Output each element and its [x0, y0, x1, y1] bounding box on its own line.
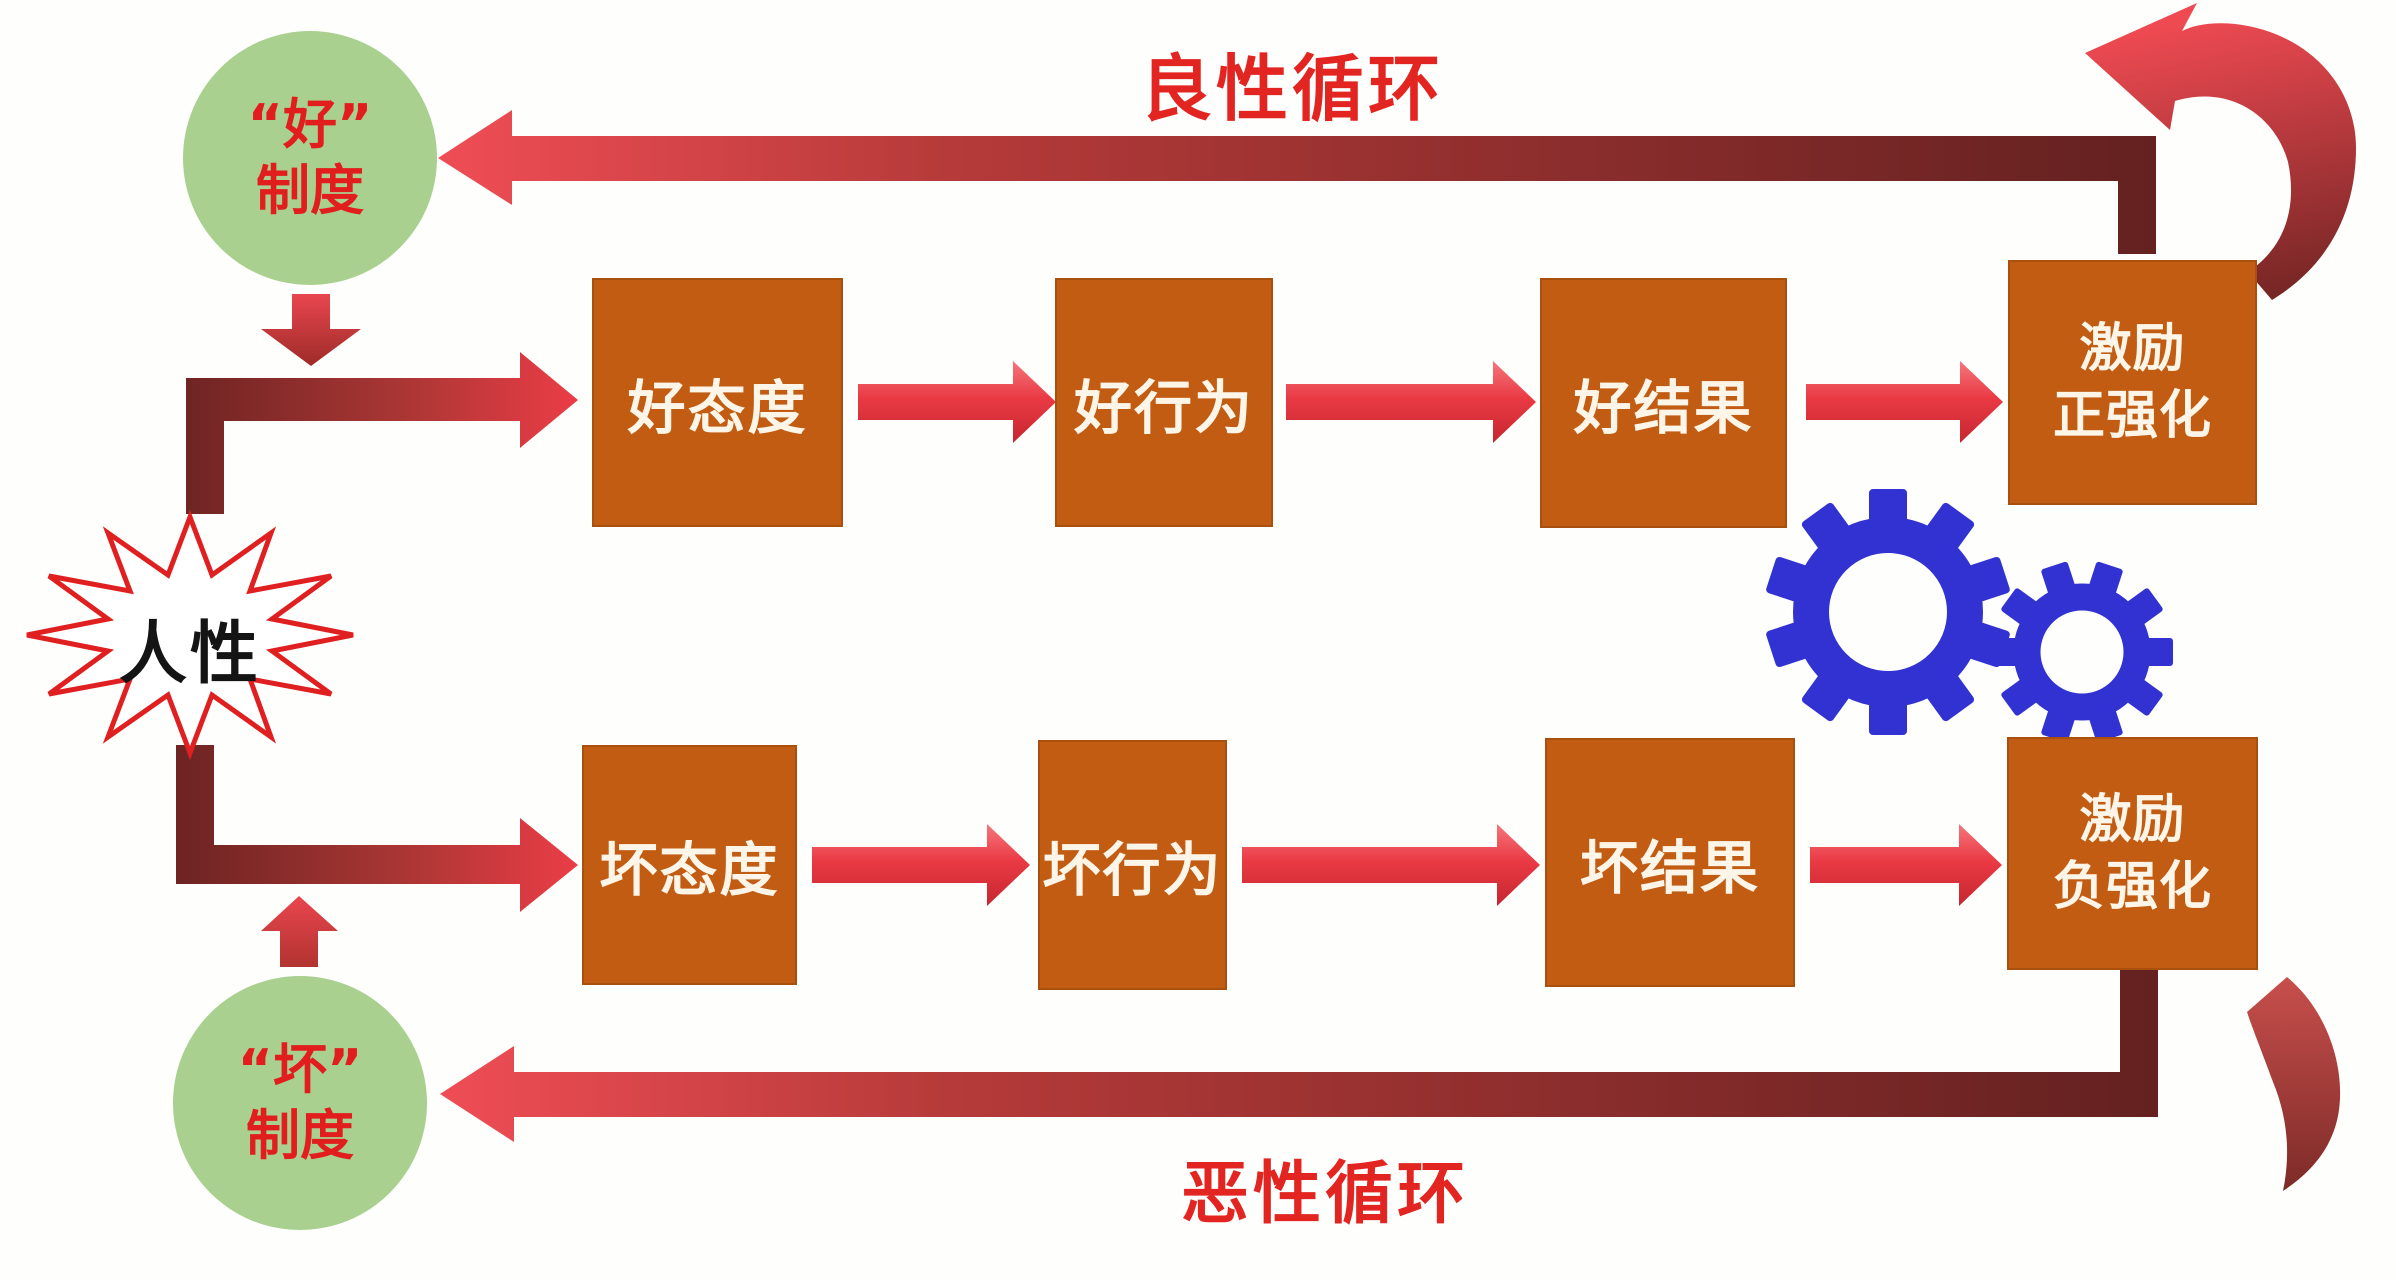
bad-system-line2: 制度	[246, 1104, 354, 1167]
negative-reinforcement-line1: 激励	[2079, 789, 2186, 850]
node-bad-attitude: 坏态度	[582, 745, 797, 985]
cycle-swoosh-top-icon	[2085, 3, 2356, 300]
arrow-good-result-to-reinforcement	[1806, 361, 2003, 443]
label-vicious-cycle: 恶性循环	[1180, 1155, 1469, 1234]
node-good-system: “好” 制度	[183, 31, 437, 285]
positive-reinforcement-line1: 激励	[2079, 318, 2186, 379]
bad-attitude-label: 坏态度	[599, 836, 780, 904]
node-bad-behavior: 坏行为	[1038, 740, 1227, 990]
elbow-arrow-to-bad-attitude	[176, 745, 578, 912]
positive-reinforcement-line2: 正强化	[2052, 385, 2212, 446]
cycle-return-arrow-bottom	[440, 969, 2158, 1142]
negative-reinforcement-line2: 负强化	[2052, 856, 2212, 917]
node-bad-system: “坏” 制度	[173, 976, 427, 1230]
node-good-attitude: 好态度	[592, 278, 843, 527]
bad-system-line1: “坏”	[237, 1038, 363, 1102]
arrow-bad-attitude-to-behavior	[812, 824, 1030, 906]
label-virtuous-cycle: 良性循环	[1139, 47, 1444, 131]
good-result-label: 好结果	[1573, 374, 1754, 442]
node-bad-result: 坏结果	[1545, 738, 1795, 987]
gear-large-icon	[1766, 489, 2010, 735]
node-positive-reinforcement: 激励 正强化	[2008, 260, 2257, 505]
good-system-line1: “好”	[247, 93, 373, 157]
down-arrow-good-system	[261, 294, 361, 366]
arrow-good-attitude-to-behavior	[858, 361, 1056, 443]
label-human-nature: 人性	[118, 615, 261, 694]
up-arrow-bad-system	[261, 896, 338, 967]
human-nature-starburst	[26, 509, 354, 761]
arrow-bad-behavior-to-result	[1242, 824, 1540, 906]
arrow-good-behavior-to-result	[1286, 361, 1536, 443]
gear-small-icon	[1991, 561, 2173, 743]
arrow-bad-result-to-reinforcement	[1810, 824, 2002, 906]
node-negative-reinforcement: 激励 负强化	[2007, 737, 2258, 970]
bad-result-label: 坏结果	[1579, 833, 1760, 902]
good-attitude-label: 好态度	[627, 373, 808, 442]
node-good-result: 好结果	[1540, 278, 1787, 528]
cycle-swoosh-bottom-icon	[2247, 977, 2341, 1191]
elbow-arrow-to-good-attitude	[186, 352, 578, 514]
cycle-return-arrow-top	[438, 110, 2156, 254]
node-good-behavior: 好行为	[1055, 278, 1273, 527]
good-behavior-label: 好行为	[1073, 373, 1254, 442]
good-system-line2: 制度	[256, 159, 364, 222]
bad-behavior-label: 坏行为	[1042, 836, 1223, 904]
